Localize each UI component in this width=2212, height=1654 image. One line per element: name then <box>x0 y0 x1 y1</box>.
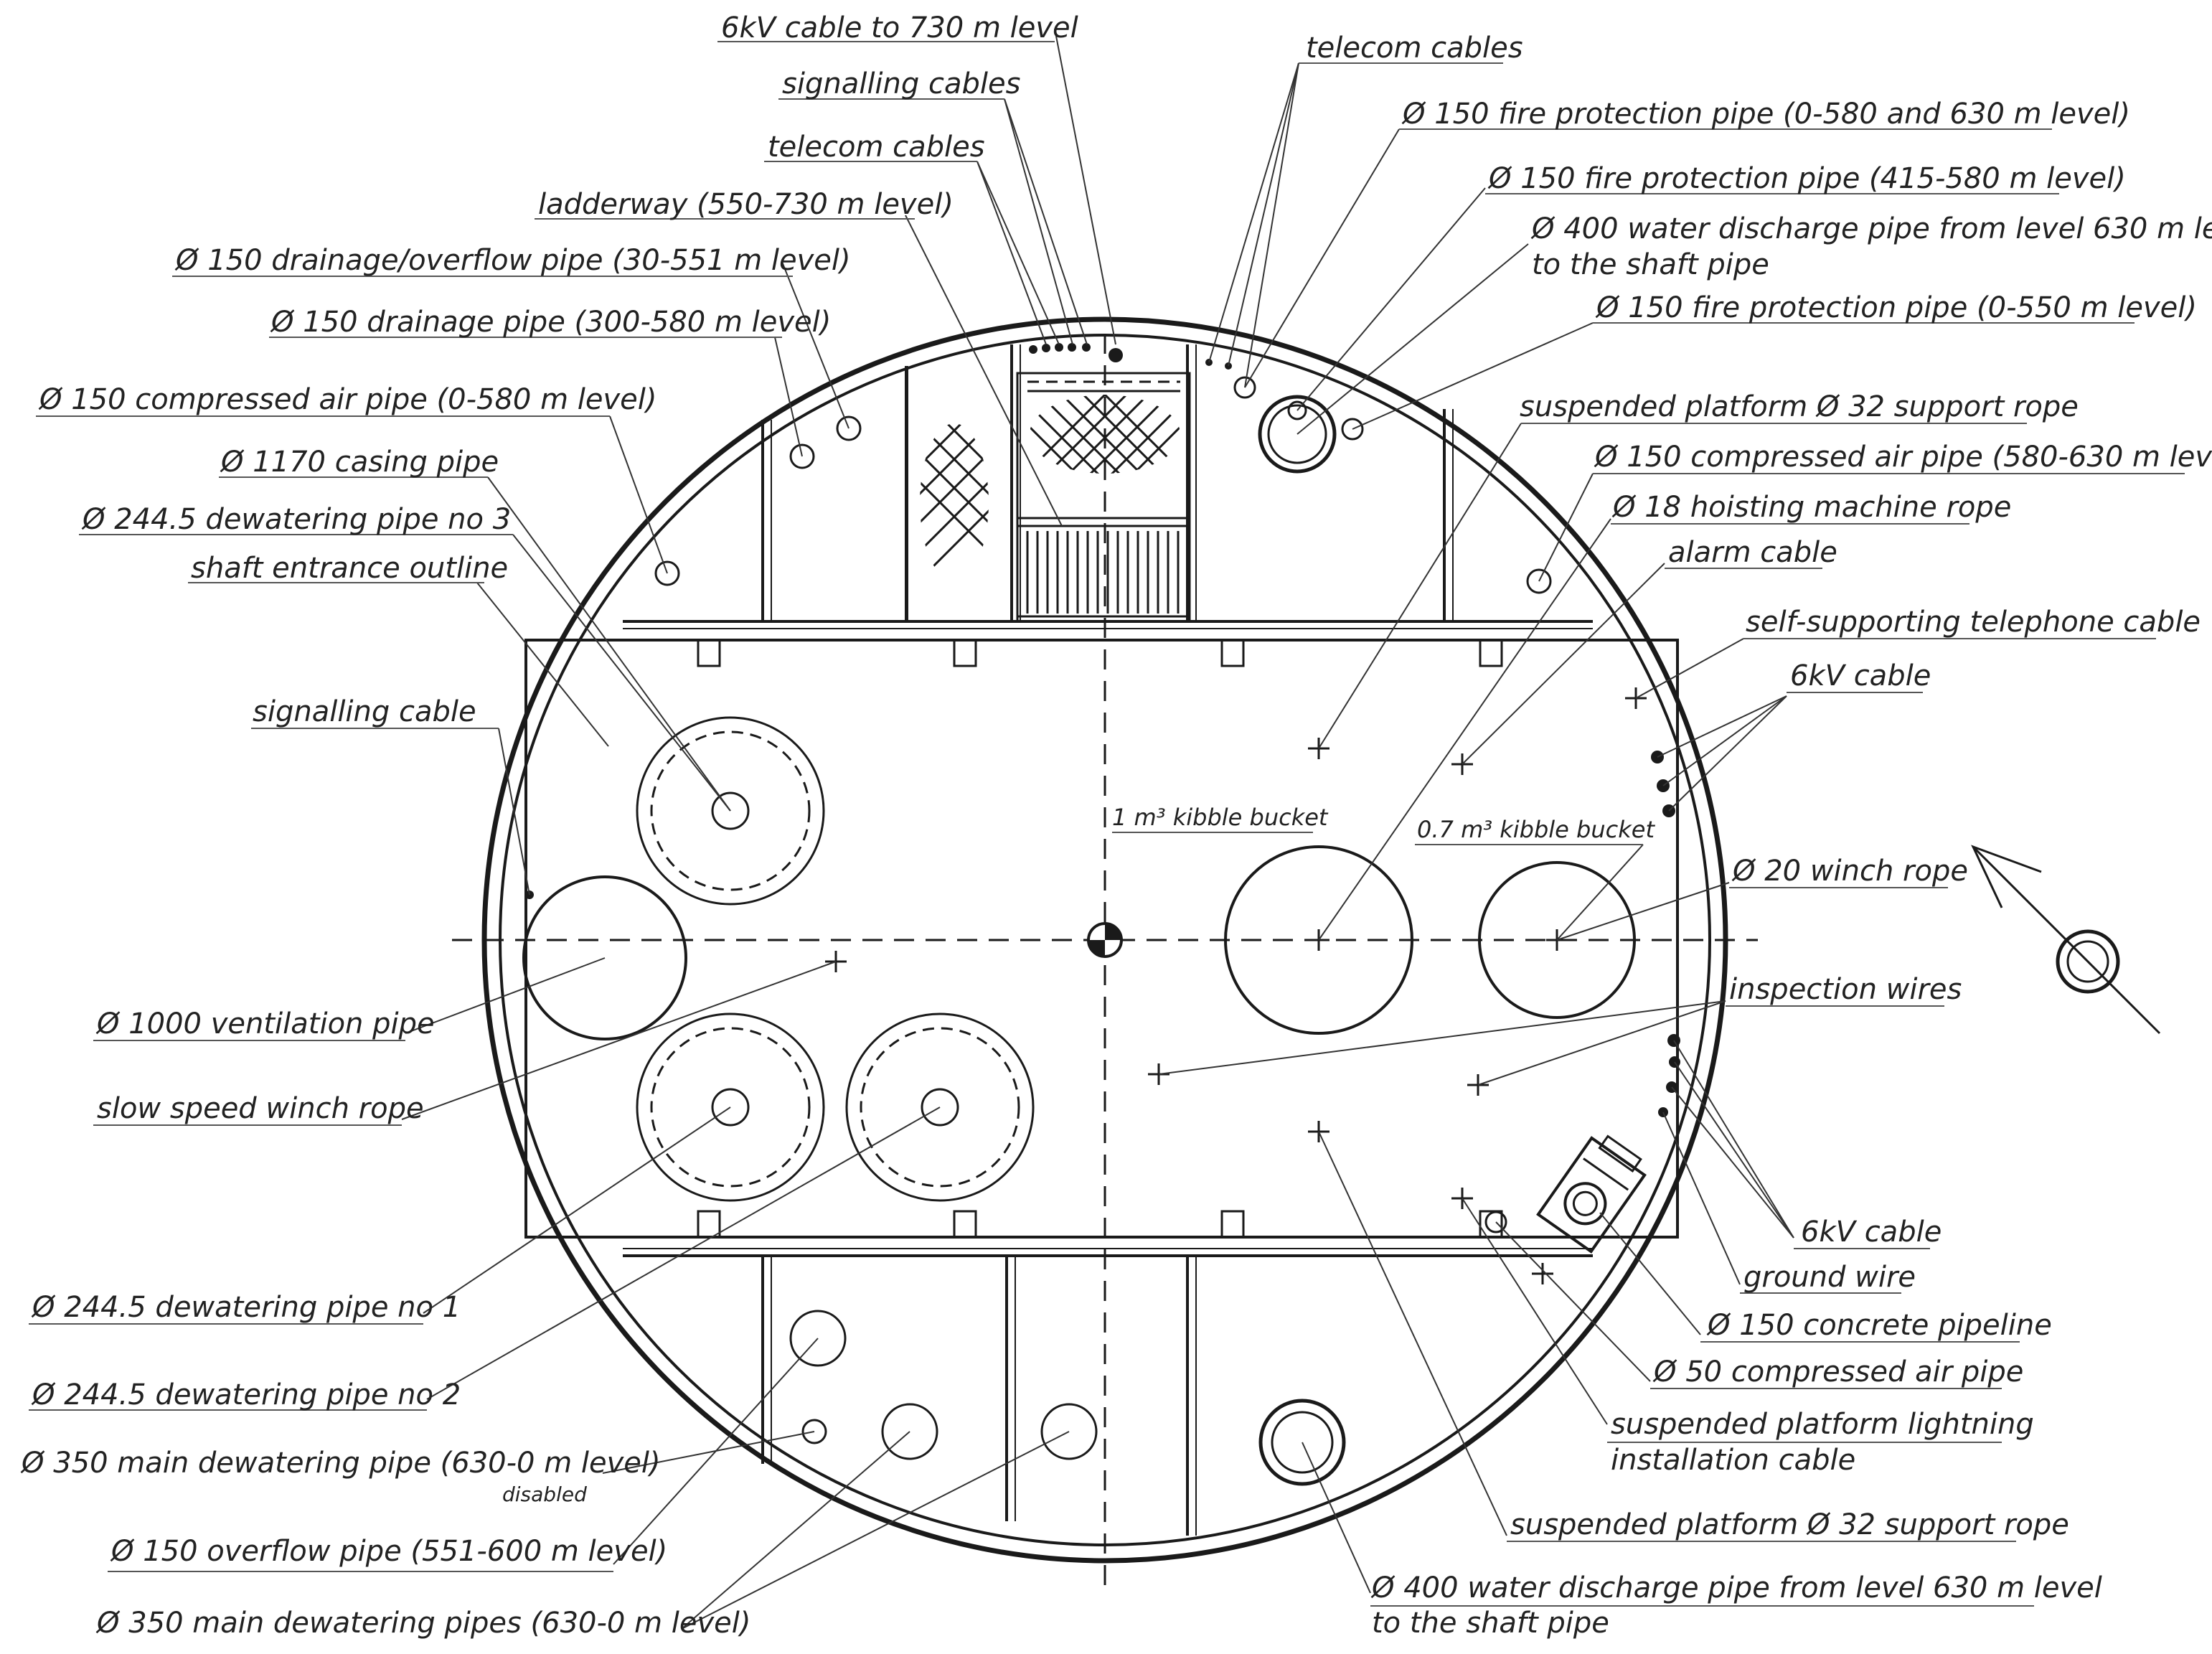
label-6kv-cable-bottom: 6kV cable <box>1801 1216 1942 1249</box>
label-shaft-entrance-outline: shaft entrance outline <box>191 552 508 585</box>
label-dewatering-pipe-2: Ø 244.5 dewatering pipe no 2 <box>31 1378 461 1411</box>
casing-pipe-dewatering-1 <box>636 1012 825 1202</box>
label-fire-protection-415-580: Ø 150 fire protection pipe (415-580 m le… <box>1487 162 2126 195</box>
water-discharge-pipe-bottom-inner <box>1271 1411 1334 1474</box>
label-main-dewatering-pipes: Ø 350 main dewatering pipes (630-0 m lev… <box>95 1607 750 1640</box>
label-telecom-cables-left: telecom cables <box>768 131 985 164</box>
compressed-air-50-pipe <box>1484 1211 1507 1234</box>
label-signalling-cables: signalling cables <box>782 67 1020 100</box>
label-dewatering-pipe-1: Ø 244.5 dewatering pipe no 1 <box>31 1291 461 1324</box>
water-discharge-pipe-top-inner <box>1267 404 1327 464</box>
label-kibble-bucket-1m3: 1 m³ kibble bucket <box>1112 804 1329 831</box>
ladder-rung-group <box>1026 531 1180 614</box>
label-telephone-cable: self-supporting telephone cable <box>1746 606 2201 639</box>
label-lightning-cable-1: suspended platform lightning <box>1611 1408 2034 1441</box>
label-water-discharge-top-2: to the shaft pipe <box>1532 248 1769 281</box>
hatched-area-icon <box>1030 395 1180 474</box>
casing-pipe-dewatering-3 <box>636 716 825 906</box>
label-compressed-air-580-630: Ø 150 compressed air pipe (580-630 m lev… <box>1594 441 2212 474</box>
label-main-dewatering-pipe-single: Ø 350 main dewatering pipe (630-0 m leve… <box>20 1447 661 1480</box>
label-casing-pipe: Ø 1170 casing pipe <box>220 446 499 479</box>
label-compressed-air-0-580: Ø 150 compressed air pipe (0-580 m level… <box>38 383 657 416</box>
label-overflow-pipe: Ø 150 overflow pipe (551-600 m level) <box>110 1535 667 1568</box>
label-6kv-cable-730: 6kV cable to 730 m level <box>721 11 1078 44</box>
platform-bracket <box>953 1210 977 1239</box>
compressed-air-pipe-0-580 <box>654 560 680 586</box>
label-slow-speed-winch-rope: slow speed winch rope <box>97 1092 424 1125</box>
label-support-rope-top: suspended platform Ø 32 support rope <box>1520 390 2079 423</box>
platform-bracket <box>1220 1210 1245 1239</box>
label-underlines <box>29 41 2185 1607</box>
fire-protection-pipe-0-580-630 <box>1233 376 1256 399</box>
ladderway-frame <box>1016 372 1191 623</box>
label-disabled: disabled <box>502 1483 587 1506</box>
compressed-air-pipe-580-630 <box>1526 568 1552 594</box>
platform-bracket <box>697 639 721 667</box>
north-arrow-icon <box>1971 845 2161 1035</box>
label-alarm-cable: alarm cable <box>1668 536 1837 569</box>
label-telecom-cables-right: telecom cables <box>1306 32 1523 65</box>
main-dewatering-pipe <box>1040 1403 1098 1460</box>
ladder-rungs <box>1016 525 1191 618</box>
label-fire-protection-0-580-630: Ø 150 fire protection pipe (0-580 and 63… <box>1401 98 2130 131</box>
platform-bracket <box>953 639 977 667</box>
label-compressed-air-50: Ø 50 compressed air pipe <box>1652 1355 2023 1388</box>
platform-bracket <box>697 1210 721 1239</box>
label-drainage-pipe: Ø 150 drainage pipe (300-580 m level) <box>270 306 831 339</box>
ventilation-pipe <box>522 875 687 1040</box>
label-fire-protection-0-550: Ø 150 fire protection pipe (0-550 m leve… <box>1595 291 2197 324</box>
drainage-overflow-pipe <box>836 415 862 441</box>
platform-bracket <box>1479 639 1503 667</box>
label-dewatering-pipe-3: Ø 244.5 dewatering pipe no 3 <box>81 503 511 536</box>
label-inspection-wires: inspection wires <box>1729 973 1962 1006</box>
cable-dots-top <box>1029 343 1232 370</box>
concrete-pipeline-device <box>1536 1134 1647 1254</box>
label-drainage-overflow-pipe: Ø 150 drainage/overflow pipe (30-551 m l… <box>174 244 851 277</box>
label-kibble-bucket-0-7m3: 0.7 m³ kibble bucket <box>1417 816 1655 843</box>
platform-bracket <box>1220 639 1245 667</box>
label-signalling-cable: signalling cable <box>253 695 476 728</box>
label-ventilation-pipe: Ø 1000 ventilation pipe <box>95 1007 435 1040</box>
kibble-bucket-0-7m3 <box>1478 861 1636 1019</box>
label-water-discharge-top-1: Ø 400 water discharge pipe from level 63… <box>1530 212 2212 245</box>
label-ladderway: ladderway (550-730 m level) <box>538 188 954 221</box>
fire-protection-pipe-415-580 <box>1287 400 1307 420</box>
water-discharge-pipe-bottom-outer <box>1258 1399 1346 1486</box>
label-water-discharge-bottom-2: to the shaft pipe <box>1372 1607 1609 1640</box>
drainage-pipe <box>789 443 815 469</box>
fire-protection-pipe-0-550 <box>1341 418 1364 441</box>
kibble-bucket-1m3 <box>1224 845 1413 1035</box>
casing-pipe-dewatering-2 <box>845 1012 1035 1202</box>
dewatering-pipe-350-single <box>789 1310 847 1367</box>
label-6kv-cable-top: 6kV cable <box>1790 659 1931 692</box>
platform-bracket <box>1479 1210 1503 1239</box>
main-dewatering-pipe <box>881 1403 938 1460</box>
water-discharge-pipe-top-outer <box>1258 395 1337 474</box>
label-lightning-cable-2: installation cable <box>1611 1444 1855 1477</box>
overflow-pipe-551-600 <box>801 1419 827 1444</box>
label-hoisting-machine-rope: Ø 18 hoisting machine rope <box>1611 491 2011 524</box>
label-water-discharge-bottom-1: Ø 400 water discharge pipe from level 63… <box>1370 1571 2102 1604</box>
label-ground-wire: ground wire <box>1743 1261 1916 1294</box>
leader-lines <box>401 28 1794 1630</box>
label-winch-rope: Ø 20 winch rope <box>1731 855 1968 888</box>
shaft-axis-center-icon <box>1087 922 1123 958</box>
label-support-rope-bottom: suspended platform Ø 32 support rope <box>1510 1508 2069 1541</box>
label-concrete-pipeline: Ø 150 concrete pipeline <box>1706 1309 2052 1342</box>
